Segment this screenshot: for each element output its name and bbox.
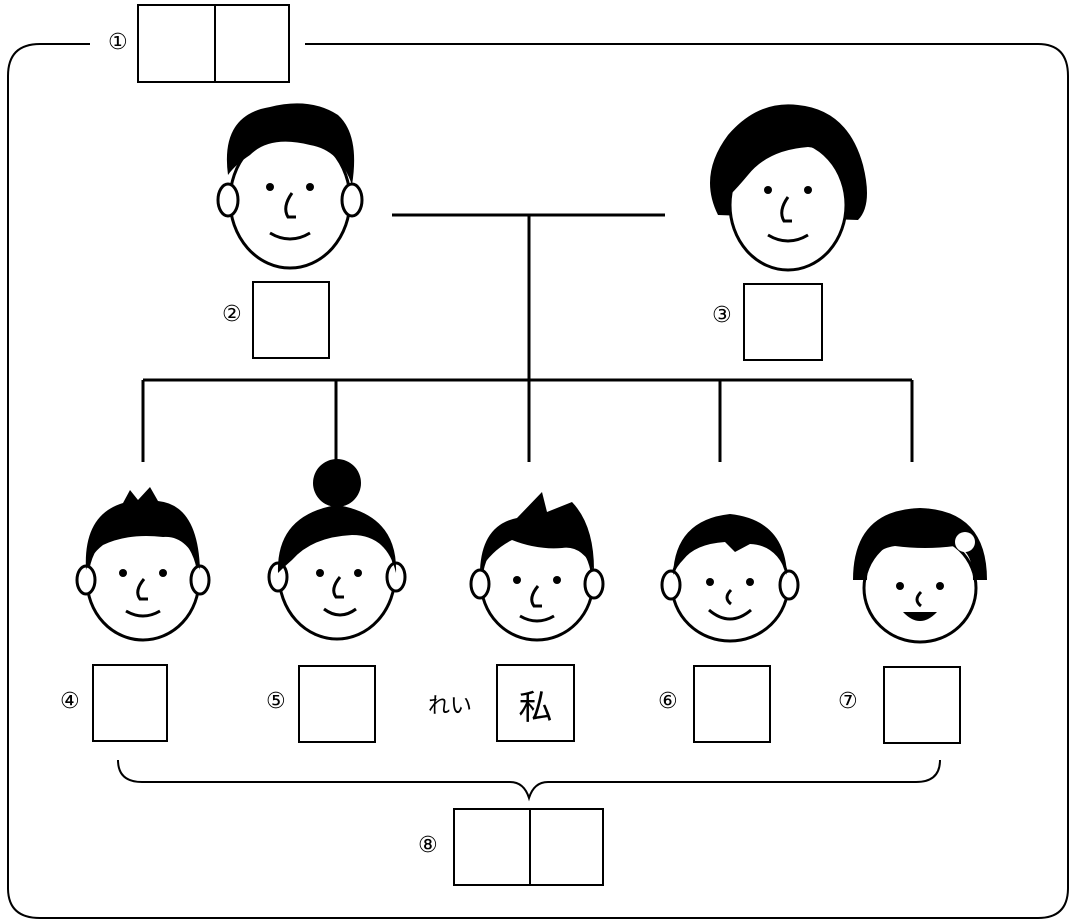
child2-face	[267, 459, 407, 641]
child1-face	[75, 487, 211, 642]
label-child2: ⑤	[266, 689, 286, 714]
answer-box-siblings[interactable]	[453, 808, 604, 886]
child4-face	[660, 514, 800, 643]
example-answer: 私	[518, 688, 553, 728]
example-label: れい	[428, 694, 473, 719]
label-siblings: ⑧	[418, 833, 438, 858]
label-child5: ⑦	[838, 689, 858, 714]
father-face	[216, 103, 364, 270]
example-box: 私	[496, 664, 575, 742]
label-child4: ⑥	[658, 689, 678, 714]
label-mother: ③	[712, 303, 732, 328]
label-family: ①	[108, 30, 128, 55]
siblings-brace	[117, 759, 941, 802]
answer-box-child5[interactable]	[883, 666, 961, 744]
answer-box-father[interactable]	[252, 281, 330, 359]
answer-box-child1[interactable]	[92, 664, 168, 742]
answer-box-family[interactable]	[137, 4, 290, 83]
answer-box-child2[interactable]	[298, 665, 376, 743]
mother-face	[710, 104, 867, 272]
outer-frame	[7, 43, 1069, 919]
child5-face	[853, 508, 987, 644]
answer-box-child4[interactable]	[693, 665, 771, 743]
label-father: ②	[222, 302, 242, 327]
child3-face	[469, 492, 605, 642]
label-child1: ④	[60, 689, 80, 714]
answer-box-mother[interactable]	[743, 283, 823, 361]
